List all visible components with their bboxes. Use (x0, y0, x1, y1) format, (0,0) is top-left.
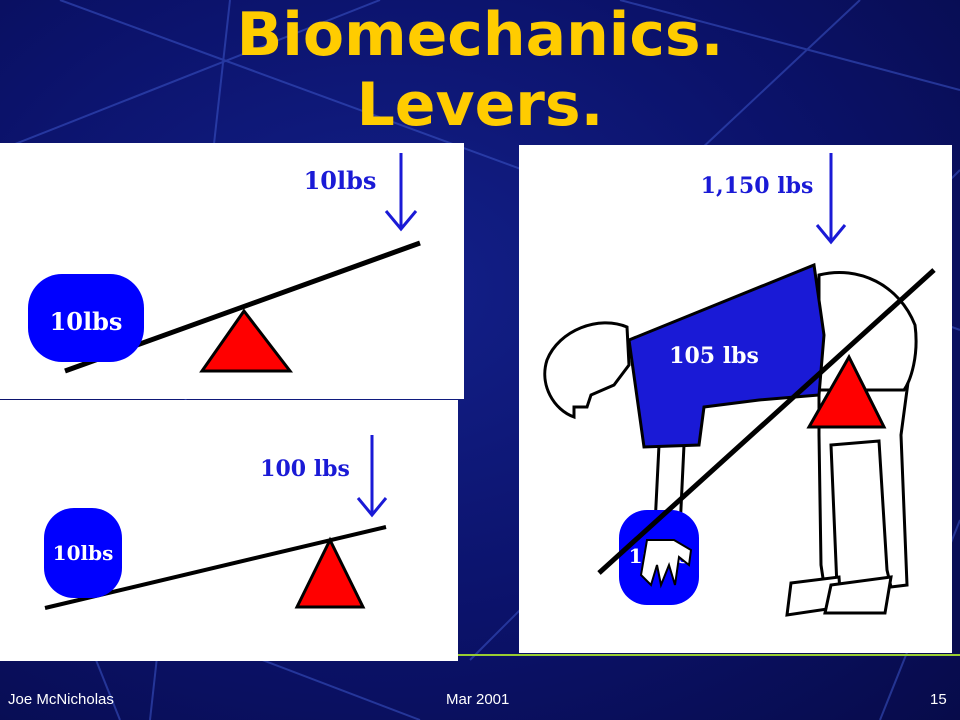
fulcrum-triangle (806, 353, 887, 429)
person-torso (627, 262, 826, 449)
force-label: 100 lbs (260, 456, 350, 482)
person-hand (639, 539, 693, 589)
weight-block (44, 508, 122, 598)
weight-label: 10lbs (50, 307, 123, 336)
lever-bar (597, 268, 936, 575)
force-arrow (356, 435, 388, 518)
force-arrow (815, 153, 847, 245)
footer-page-number: 15 (930, 691, 947, 708)
slide-title-line2: Levers. (356, 70, 604, 140)
fulcrum-triangle (199, 308, 294, 373)
force-label: 10lbs (304, 166, 377, 195)
footer-date: Mar 2001 (446, 691, 510, 708)
footer-author: Joe McNicholas (8, 691, 114, 708)
person-shoe (823, 575, 893, 615)
weight-label: 10lbs (53, 541, 114, 565)
slide-title-line1: Biomechanics. (236, 0, 724, 70)
force-label: 1,150 lbs (701, 173, 814, 199)
person-lifting-diagram: 1,150 lbs 10lbs 105 lbs (519, 145, 952, 653)
torso-label: 105 lbs (669, 343, 759, 369)
lever-diagram-medium: 10lbs 100 lbs (0, 400, 458, 661)
person-head (543, 321, 631, 420)
fulcrum-triangle (294, 536, 366, 609)
weight-block (28, 274, 144, 362)
lever-diagram-small: 10lbs 10lbs (0, 143, 464, 399)
force-arrow (384, 153, 418, 232)
